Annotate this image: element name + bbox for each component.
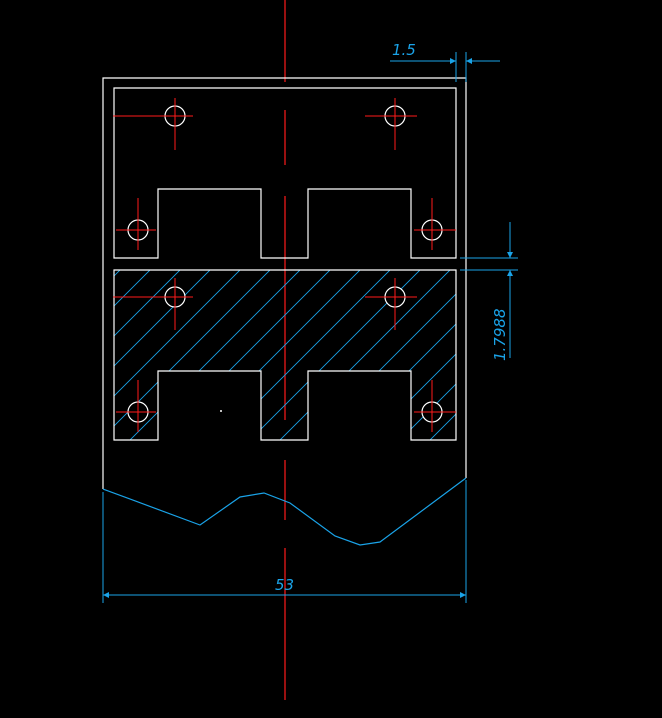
outer-body-outline[interactable]: [102, 77, 467, 489]
dimension-overall-width[interactable]: 53: [102, 480, 467, 603]
reference-point: [220, 410, 222, 412]
lower-hole-top-right[interactable]: [365, 278, 417, 330]
dimension-part-gap-label: 1.7988: [491, 309, 509, 362]
upper-hole-top-right[interactable]: [365, 98, 417, 150]
dimension-part-gap[interactable]: 1.7988: [460, 222, 518, 361]
dimension-overall-width-label: 53: [275, 576, 294, 594]
upper-hole-bottom-left[interactable]: [116, 198, 156, 250]
upper-hole-top-left[interactable]: [113, 98, 193, 150]
lower-hole-bottom-right[interactable]: [414, 380, 456, 432]
upper-hole-bottom-right[interactable]: [414, 198, 456, 250]
break-line: [102, 477, 467, 546]
dimension-top-gap[interactable]: 1.5: [390, 41, 500, 82]
lower-part-outline[interactable]: [113, 269, 457, 441]
dimension-top-gap-label: 1.5: [392, 41, 416, 59]
lower-hole-top-left[interactable]: [113, 278, 193, 330]
lower-hole-bottom-left[interactable]: [116, 380, 156, 432]
section-hatch: [114, 270, 456, 440]
upper-part-outline[interactable]: [113, 87, 457, 259]
